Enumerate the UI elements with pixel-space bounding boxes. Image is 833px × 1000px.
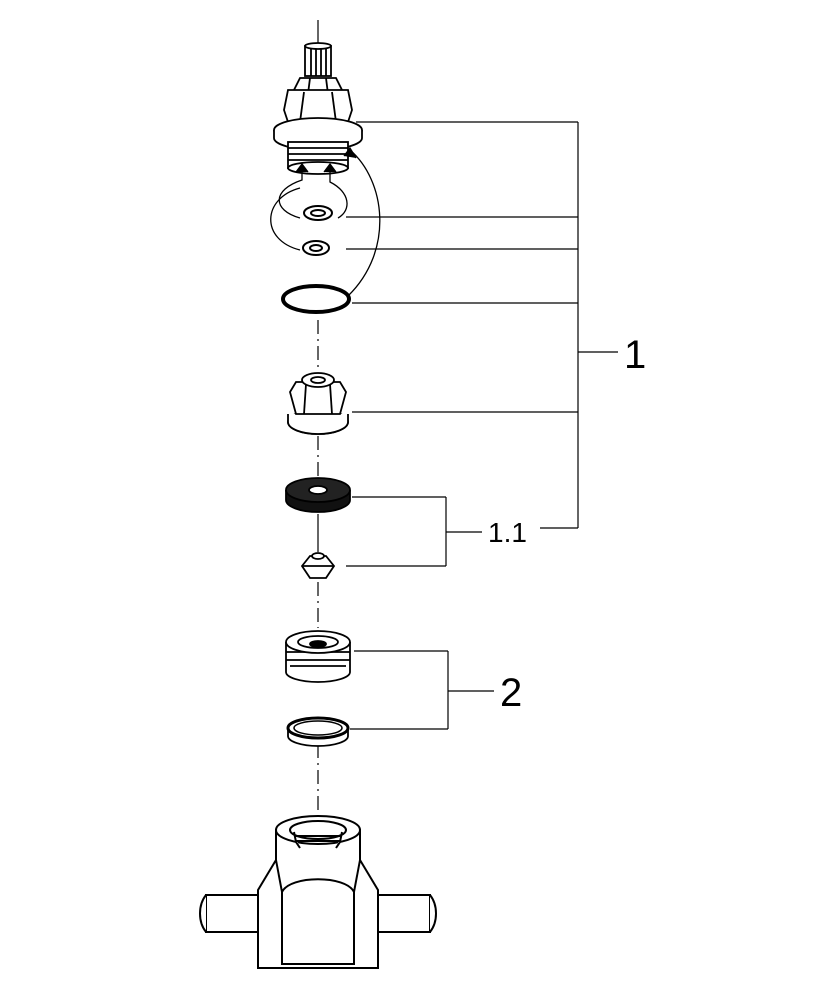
washer-disc-icon — [285, 477, 351, 513]
callout-label-1: 1 — [624, 333, 646, 377]
callout-label-2: 2 — [500, 671, 522, 715]
large-o-ring-icon — [281, 284, 351, 314]
cartridge-head-icon — [273, 42, 363, 175]
small-hex-nut-icon — [300, 552, 336, 579]
hex-nut-body-icon — [287, 372, 349, 435]
callout-2-leaders — [350, 650, 494, 730]
small-o-ring-upper-icon — [303, 205, 333, 221]
assembly-arrows — [270, 146, 381, 297]
callout-1-1-leaders — [346, 496, 482, 567]
small-o-ring-lower-icon — [302, 240, 330, 256]
seat-gasket-icon — [286, 716, 350, 747]
callout-label-1-1: 1.1 — [488, 517, 527, 548]
callout-1-leaders — [346, 121, 618, 529]
valve-seat-icon — [285, 630, 351, 683]
valve-body-icon — [199, 815, 437, 969]
